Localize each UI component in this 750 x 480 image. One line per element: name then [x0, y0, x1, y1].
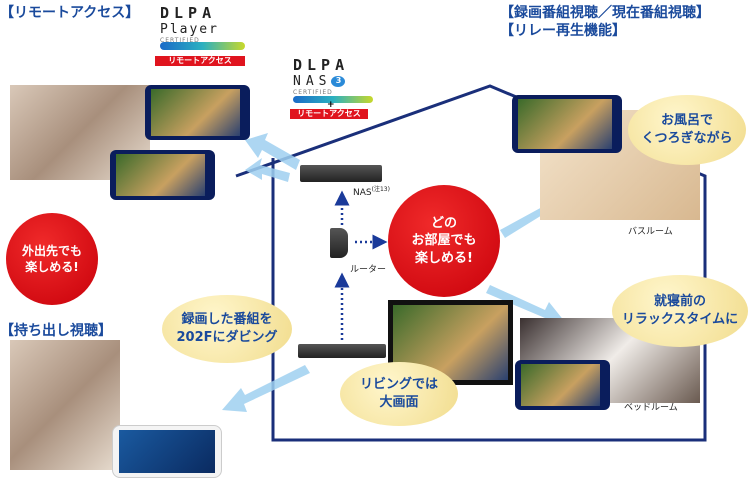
- plus-sign: +: [327, 100, 335, 110]
- nas-label: NAS(注13): [353, 186, 390, 198]
- bedroom-label: ベッドルーム: [624, 403, 678, 413]
- takeout-friends-photo: [10, 340, 120, 470]
- smartphone: [515, 360, 610, 410]
- bedtime-bubble: 就寝前の リラックスタイムに: [612, 275, 748, 347]
- nas-device: [300, 165, 382, 182]
- bath-bubble: お風呂で くつろぎながら: [628, 95, 746, 165]
- arrow-to-takeout: [222, 365, 310, 412]
- dlpa-player-logo: DLPA Player CERTIFIED: [160, 4, 250, 50]
- nas-version-badge: 3: [331, 76, 346, 87]
- arrow-from-remote: [245, 158, 290, 182]
- bathroom-label: バスルーム: [628, 227, 673, 237]
- dlpa-swoosh: [293, 96, 373, 103]
- dlpa-swoosh: [160, 42, 245, 50]
- dubbing-bubble: 録画した番組を 202Fにダビング: [162, 295, 292, 363]
- arrow-to-remote: [245, 133, 300, 170]
- relay-title-line1: 【録画番組視聴／現在番組視聴】: [500, 5, 710, 21]
- any-room-bubble: どの お部屋でも 楽しめる!: [388, 185, 500, 297]
- player-remote-tag: リモートアクセス: [155, 56, 245, 66]
- relay-title-line2: 【リレー再生機能】: [500, 23, 626, 39]
- remote-access-title: 【リモートアクセス】: [0, 5, 140, 21]
- smartphone-white: [112, 425, 222, 478]
- smartphone: [145, 85, 250, 140]
- nas-remote-tag: リモートアクセス: [290, 109, 368, 119]
- living-bubble: リビングでは 大画面: [340, 362, 458, 426]
- smartphone: [110, 150, 215, 200]
- arrow-to-bedroom: [486, 285, 565, 326]
- recorder-device: [298, 344, 386, 358]
- outside-bubble: 外出先でも 楽しめる!: [6, 213, 98, 305]
- takeout-title: 【持ち出し視聴】: [0, 323, 112, 339]
- router-label: ルーター: [350, 265, 387, 275]
- smartphone: [512, 95, 622, 153]
- router-device: [330, 228, 348, 258]
